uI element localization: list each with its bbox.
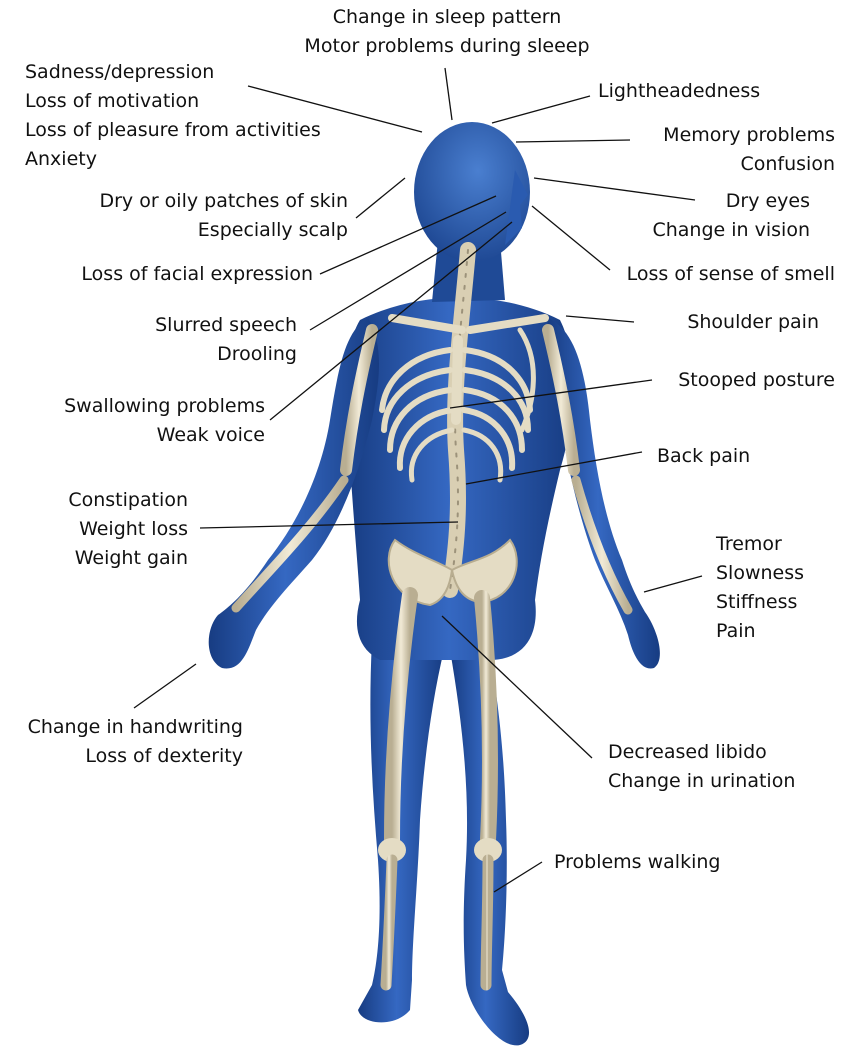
label-memory: Memory problems Confusion	[663, 121, 835, 179]
label-shoulder: Shoulder pain	[687, 308, 819, 337]
label-eyes: Dry eyes Change in vision	[652, 187, 810, 245]
label-libido: Decreased libido Change in urination	[608, 738, 795, 796]
label-handwriting: Change in handwriting Loss of dexterity	[28, 713, 243, 771]
label-swallow: Swallowing problems Weak voice	[64, 392, 265, 450]
label-back: Back pain	[657, 442, 750, 471]
label-sleep: Change in sleep pattern Motor problems d…	[282, 3, 612, 61]
label-smell: Loss of sense of smell	[627, 260, 835, 289]
label-facial: Loss of facial expression	[81, 260, 313, 289]
label-skin: Dry or oily patches of skin Especially s…	[99, 187, 348, 245]
label-lightheaded: Lightheadedness	[598, 77, 760, 106]
label-constipation: Constipation Weight loss Weight gain	[68, 486, 188, 573]
label-tremor: Tremor Slowness Stiffness Pain	[716, 530, 804, 646]
label-walking: Problems walking	[554, 848, 720, 877]
label-speech: Slurred speech Drooling	[155, 311, 297, 369]
label-stooped: Stooped posture	[678, 366, 835, 395]
label-mood: Sadness/depression Loss of motivation Lo…	[25, 58, 321, 174]
